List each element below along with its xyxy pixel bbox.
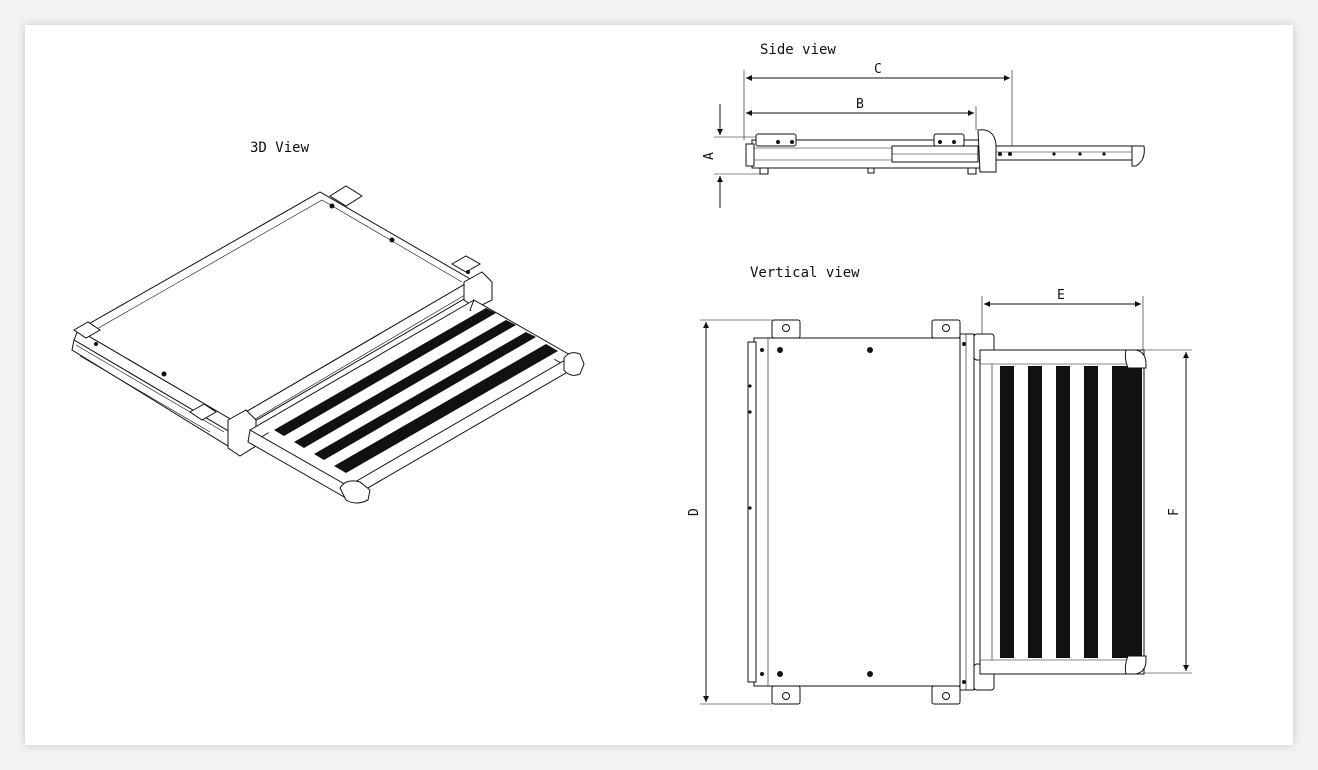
step-tread	[264, 308, 560, 478]
dimension-e-label: E	[1057, 288, 1065, 303]
vertical-mounting-tab	[931, 685, 961, 705]
vertical-view-title: Vertical view	[750, 265, 860, 281]
dimension-b-label: B	[856, 97, 864, 112]
dimension-c-label: C	[874, 62, 882, 77]
3d-view-title: 3D View	[250, 140, 310, 156]
mounting-tab	[73, 321, 101, 339]
side-mounting-tab	[933, 133, 965, 147]
mounting-tab	[329, 185, 363, 207]
vertical-mounting-tab	[931, 319, 961, 339]
side-view-drawing: C B A	[702, 62, 1145, 208]
mounting-tab	[450, 255, 482, 273]
vertical-housing-plate	[753, 337, 961, 687]
3d-view-drawing	[71, 185, 585, 504]
dimension-a-label: A	[702, 152, 717, 160]
side-mounting-tab	[755, 133, 797, 147]
side-front-cap	[977, 129, 997, 173]
vertical-corner-cap	[1124, 655, 1147, 675]
dimension-d-label: D	[687, 508, 702, 516]
vertical-mounting-tab	[771, 319, 801, 339]
vertical-corner-cap	[1124, 349, 1147, 369]
corner-cap	[563, 352, 585, 376]
dimension-f-label: F	[1167, 508, 1182, 516]
side-extended-step	[995, 145, 1133, 161]
side-view-title: Side view	[760, 42, 836, 58]
vertical-step-tread	[1000, 366, 1142, 658]
vertical-mounting-tab	[771, 685, 801, 705]
vertical-view-drawing: D E F	[687, 288, 1192, 705]
mounting-tab	[189, 403, 217, 421]
corner-block	[463, 271, 493, 309]
corner-cap	[339, 480, 371, 504]
